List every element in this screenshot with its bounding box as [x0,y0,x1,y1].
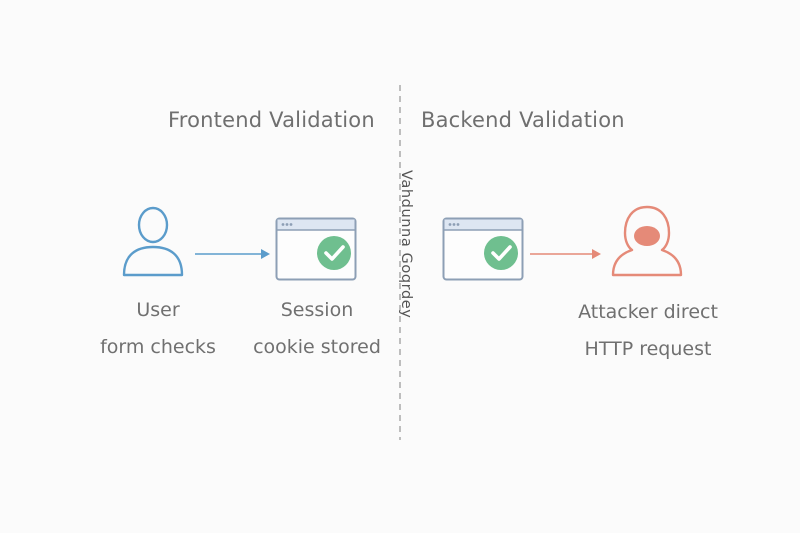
hooded-attacker-icon [611,205,683,277]
divider-label: Vahdunna Goqrdey [398,170,414,319]
session-caption-line1: Session [280,299,354,321]
user-icon [122,206,184,277]
attacker-caption-line1: Attacker direct [578,301,718,323]
user-caption-line2: form checks [100,336,216,358]
session-caption: Session cookie stored [246,292,388,366]
session-caption-line2: cookie stored [253,336,381,358]
frontend-validation-heading: Frontend Validation [168,108,375,132]
user-caption: User form checks [95,292,221,366]
validation-divider [399,85,401,440]
attacker-caption: Attacker direct HTTP request [563,294,733,368]
attacker-caption-line2: HTTP request [584,338,712,360]
session-window-icon [275,217,357,281]
arrow-user-to-session [195,249,270,259]
backend-window-icon [442,217,524,281]
backend-validation-heading: Backend Validation [421,108,625,132]
user-caption-line1: User [136,299,180,321]
arrow-backend-to-attacker [530,249,601,259]
